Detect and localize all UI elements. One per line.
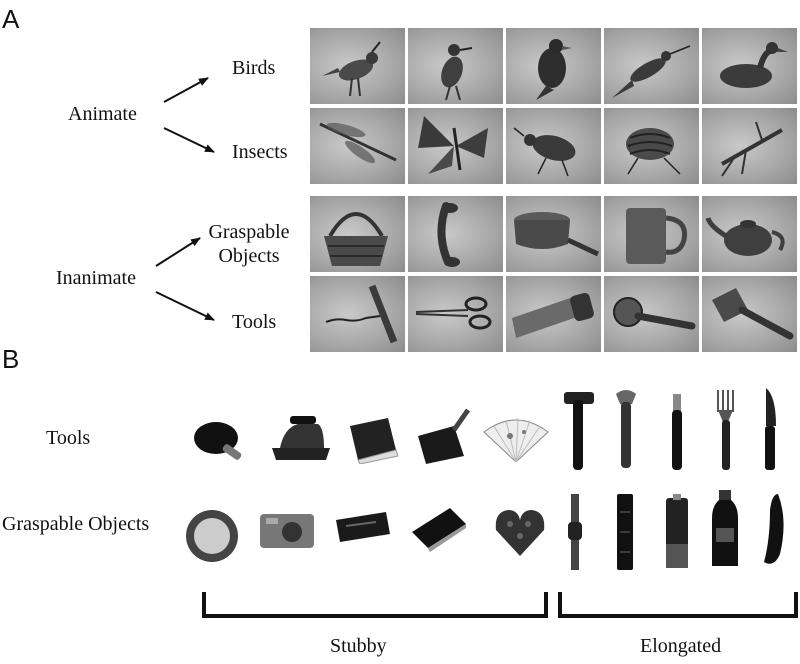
tile-scissors [408,276,503,352]
graspable-objects-label-b: Graspable Objects [2,513,150,535]
graspable-line1: Graspable [208,221,290,243]
tape-cassette-image [332,510,394,546]
tile-swallow [604,28,699,104]
tile-mantis [702,108,797,184]
tile-corkscrew [310,276,405,352]
hammer-image [562,390,596,474]
tile-duck [702,28,797,104]
wrench-image [612,388,640,474]
tile-mug [604,196,699,272]
tile-butterfly [408,108,503,184]
inanimate-label: Inanimate [56,267,136,289]
tile-blackbird [506,28,601,104]
dustpan-image [414,408,474,464]
knife-image [760,386,780,472]
elongated-label: Elongated [640,635,722,657]
tile-beetle [506,108,601,184]
arrow-inanimate-tools [155,291,215,321]
arrow-animate-insects [163,127,215,153]
tile-saucepan [506,196,601,272]
sponge-image [344,416,400,464]
tile-saw [506,276,601,352]
tile-pizza-cutter [604,276,699,352]
birds-label: Birds [232,57,276,79]
ping-pong-paddle-image [190,420,250,470]
battery-image [664,494,690,570]
iron-image [268,410,334,466]
plate-image [184,508,240,564]
stubby-label: Stubby [330,635,387,657]
camera-image [258,510,316,550]
insects-label: Insects [232,141,288,163]
tile-basket [310,196,405,272]
arrow-inanimate-graspable [155,237,201,267]
heart-box-image [492,506,548,558]
bracket-elongated [558,592,798,618]
panel-b-letter: B [2,344,20,374]
tile-cleaver [702,276,797,352]
tile-potato-beetle [604,108,699,184]
candy-bar-image [614,492,636,572]
stimulus-grid [310,28,799,352]
tile-crested-bird [310,28,405,104]
hand-fan-image [480,412,550,466]
animate-label: Animate [68,103,137,125]
bracket-stubby [202,592,548,618]
tile-dragonfly [310,108,405,184]
toothbrush-image [666,392,688,472]
tile-heron [408,28,503,104]
arrow-animate-birds [163,77,209,103]
tile-teapot [702,196,797,272]
panel-a-letter: A [2,4,20,34]
tile-phone-handset [408,196,503,272]
wristwatch-image [566,492,584,572]
graspable-line2: Objects [218,245,280,267]
tools-label-b: Tools [46,427,91,449]
tools-label-a: Tools [232,311,277,333]
water-bottle-image [710,490,740,570]
fork-image [714,388,738,472]
eggplant-image [760,490,790,570]
graspable-objects-label: Graspable Objects [206,220,292,268]
notebook-image [406,504,470,552]
